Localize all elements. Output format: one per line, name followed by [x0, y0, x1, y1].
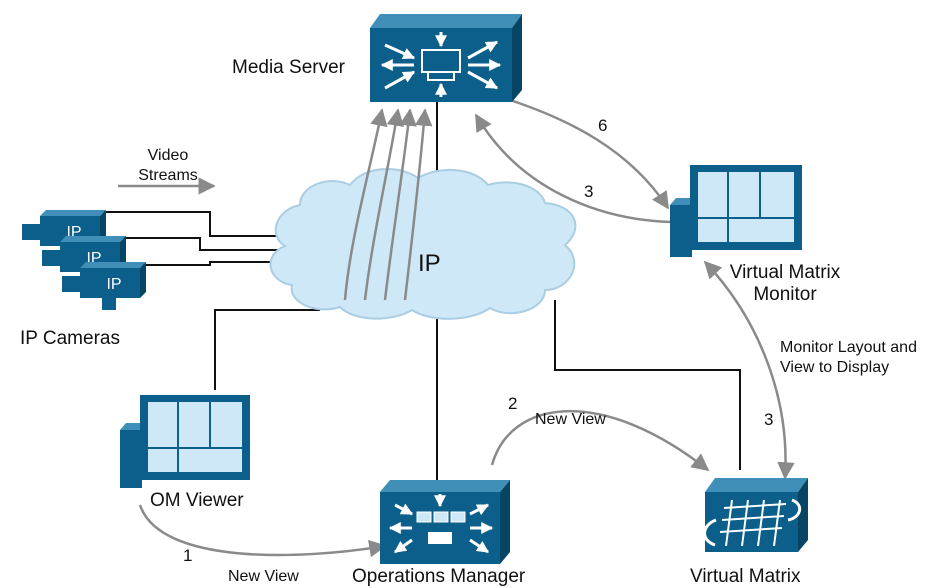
step-6-label: 6 — [598, 116, 608, 135]
monitor-layout-line2: View to Display — [780, 359, 890, 376]
step-3-right-label: 3 — [764, 410, 774, 429]
camera-tag: IP — [106, 276, 121, 293]
operations-manager-icon[interactable] — [380, 480, 510, 564]
new-view-mid-label: New View — [535, 411, 606, 428]
camera-icon: IP IP IP — [22, 210, 146, 310]
step-3-top-label: 3 — [584, 182, 594, 201]
video-streams-label: Video Streams — [128, 146, 208, 186]
operations-manager-label: Operations Manager — [352, 566, 526, 587]
cloud-icon — [269, 168, 577, 320]
media-server-icon[interactable] — [370, 14, 522, 102]
monitor-icon[interactable] — [670, 165, 802, 257]
virtual-matrix-label: Virtual Matrix — [690, 566, 801, 587]
new-view-bottom-label: New View — [228, 568, 299, 585]
ip-cloud-label: IP — [418, 250, 441, 277]
network-links — [90, 100, 741, 482]
media-server-label: Media Server — [232, 57, 345, 78]
vmm-line1: Virtual Matrix — [729, 262, 841, 283]
video-stream-arrows — [118, 108, 433, 301]
ip-cameras-label: IP Cameras — [20, 328, 120, 349]
monitor-layout-line1: Monitor Layout and — [780, 339, 917, 356]
step-1-label: 1 — [183, 546, 193, 565]
video-streams-line2: Streams — [138, 167, 198, 184]
vmm-line2: Monitor — [753, 284, 817, 305]
virtual-matrix-icon[interactable] — [703, 478, 808, 552]
virtual-matrix-monitor-label: Virtual Matrix Monitor — [700, 262, 870, 306]
video-streams-line1: Video — [147, 147, 189, 164]
step-2-label: 2 — [508, 394, 518, 413]
monitor-layout-label: Monitor Layout and View to Display — [780, 338, 917, 378]
monitor-icon[interactable] — [120, 395, 250, 488]
flow-arrows — [138, 98, 795, 558]
om-viewer-label: OM Viewer — [150, 490, 244, 511]
